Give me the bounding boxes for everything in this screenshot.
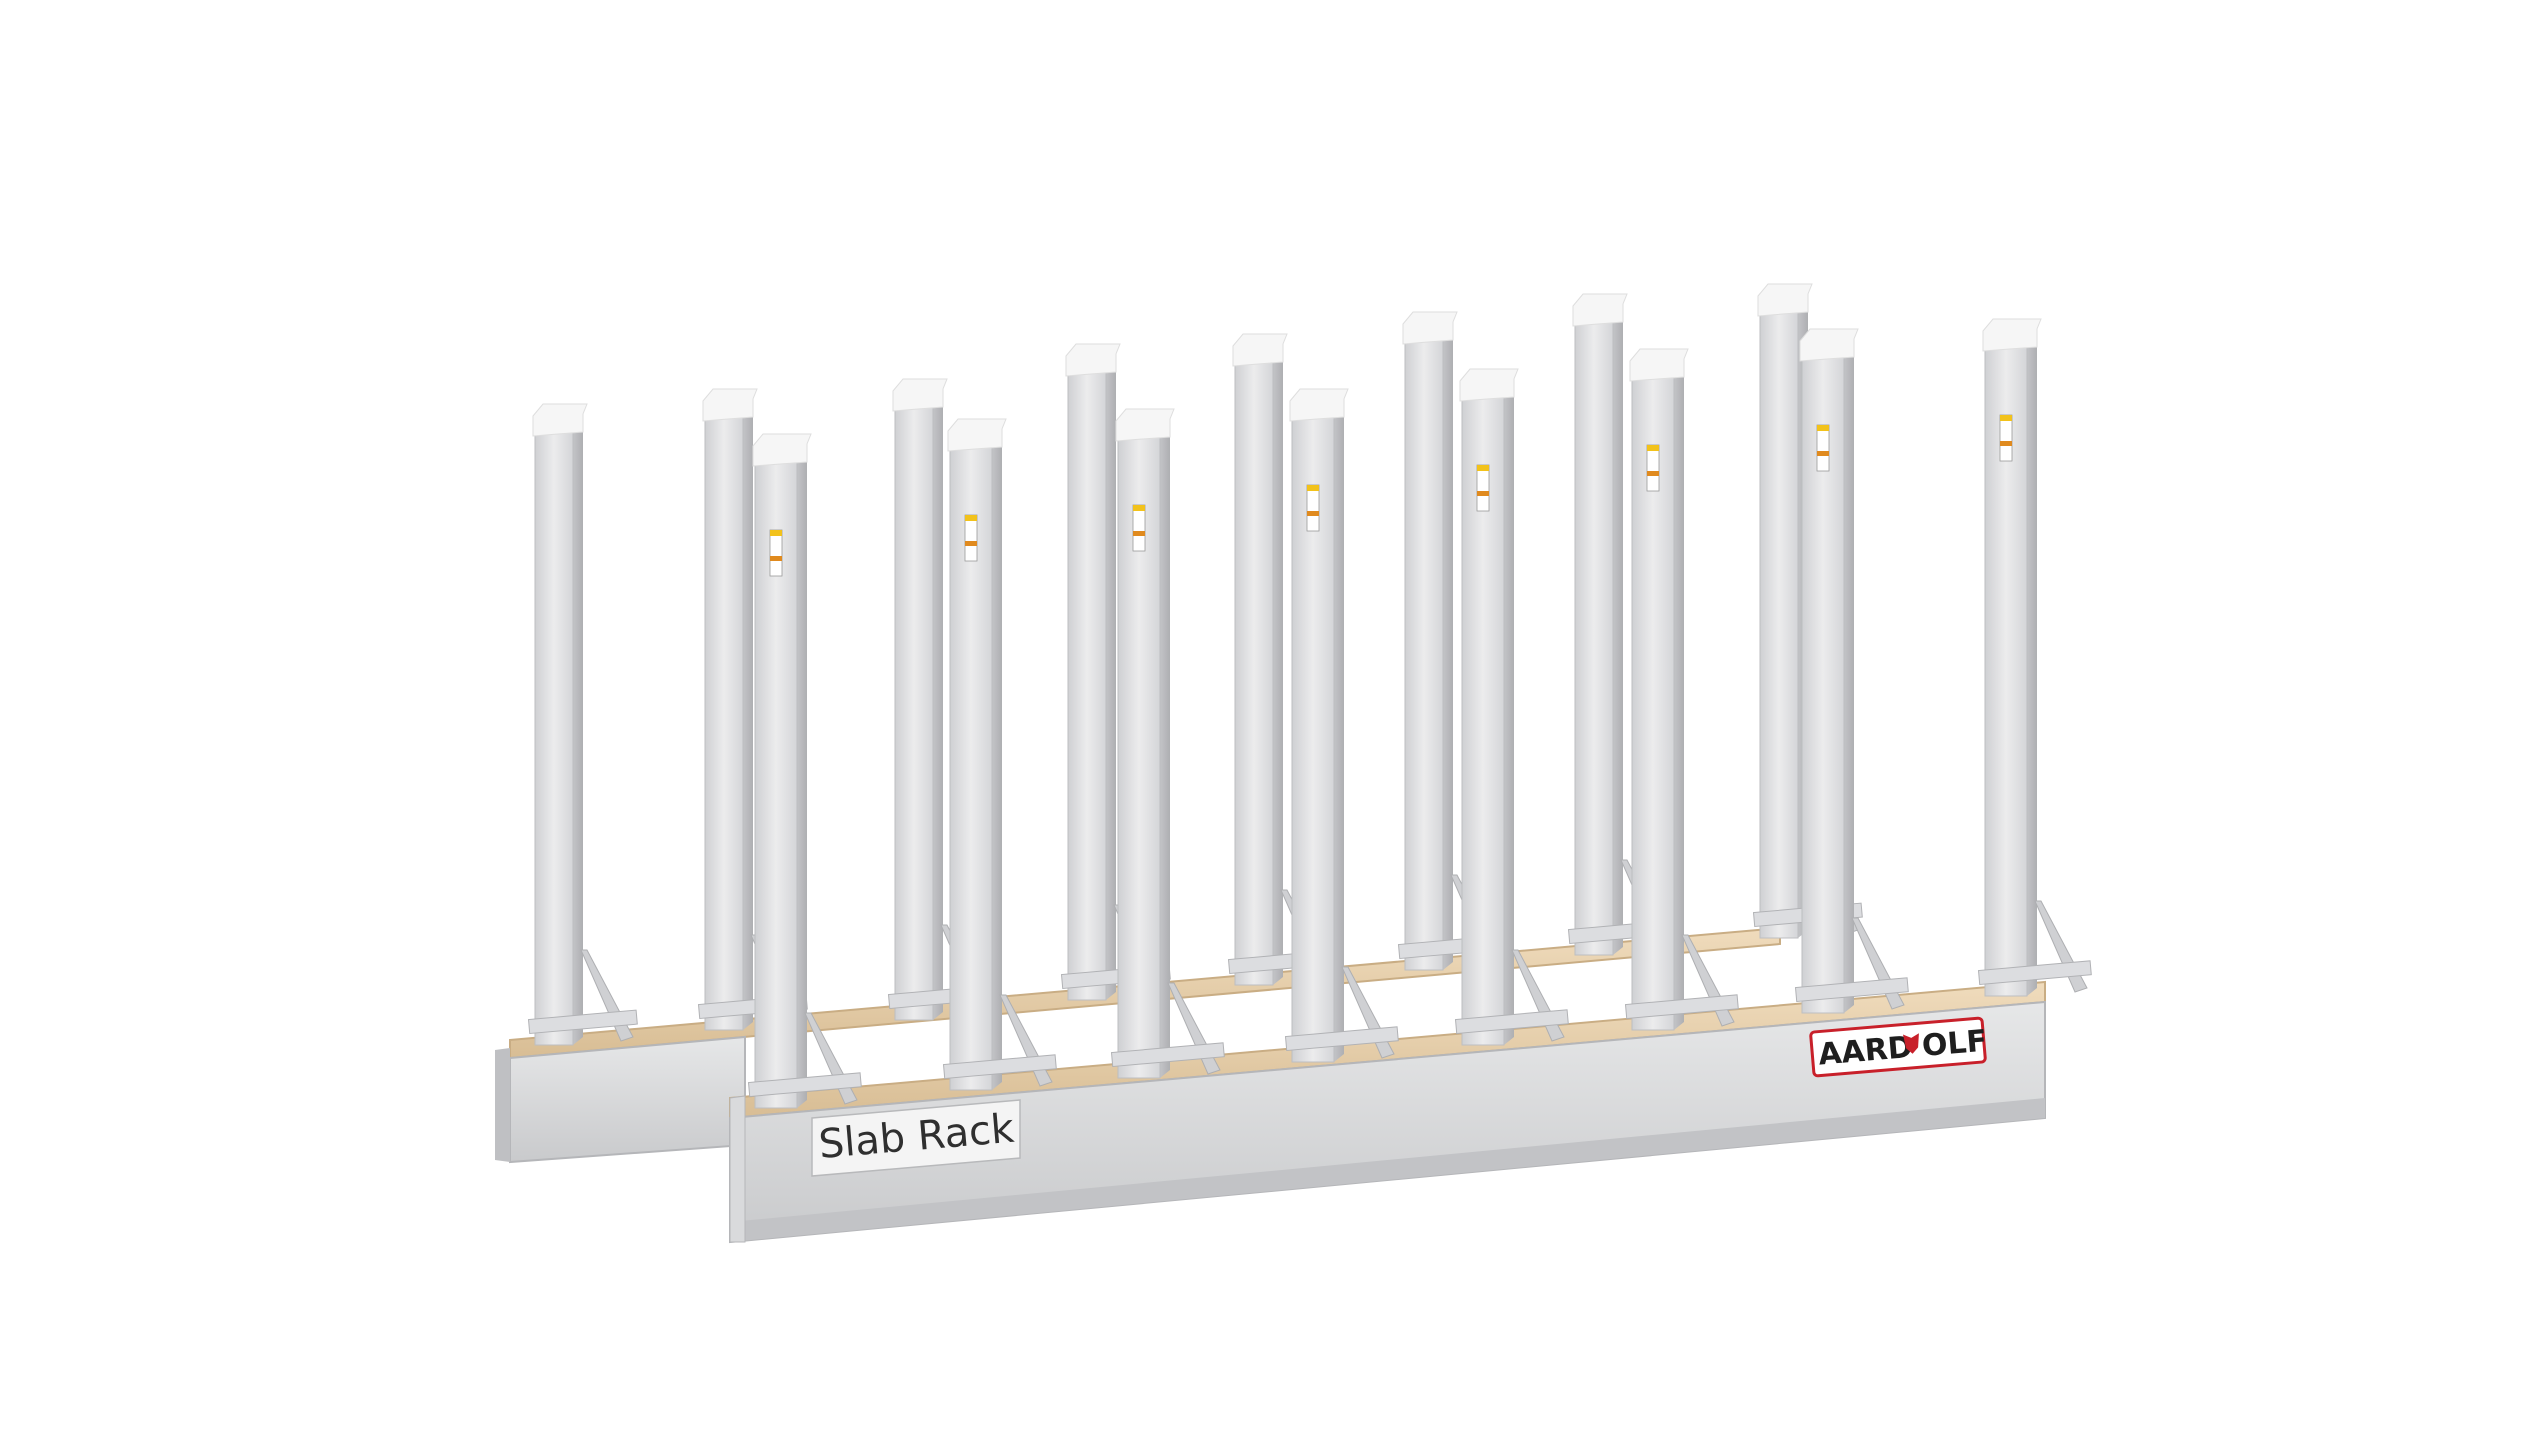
post-front-face bbox=[534, 415, 574, 1046]
post-rubber-cap bbox=[1629, 348, 1689, 382]
post-front-face bbox=[1759, 295, 1799, 939]
post-warning-sticker-stripe bbox=[1307, 511, 1319, 516]
upright-post bbox=[1060, 343, 1171, 1001]
label-plate-background bbox=[811, 1099, 1021, 1177]
post-front-face bbox=[1067, 355, 1107, 1001]
post-front-face bbox=[704, 400, 744, 1031]
upright-post bbox=[1794, 328, 1909, 1014]
post-rubber-cap bbox=[892, 378, 948, 412]
post-base-bracket bbox=[942, 1054, 1057, 1080]
front-rail-end bbox=[729, 1095, 746, 1243]
upright-post bbox=[1624, 348, 1739, 1031]
post-base-bracket bbox=[527, 1009, 638, 1035]
post-side-face bbox=[1504, 375, 1514, 1045]
post-rubber-cap bbox=[1757, 283, 1813, 317]
post-warning-sticker bbox=[1306, 484, 1320, 532]
post-warning-sticker-header bbox=[1817, 425, 1829, 431]
post-warning-sticker bbox=[1646, 444, 1660, 492]
post-rubber-cap bbox=[1572, 293, 1628, 327]
upright-post bbox=[1454, 368, 1569, 1046]
post-side-face bbox=[1334, 395, 1344, 1062]
post-base-bracket bbox=[1794, 977, 1909, 1003]
wolf-head-icon bbox=[1902, 1033, 1919, 1054]
post-rubber-cap bbox=[702, 388, 758, 422]
post-rubber-cap bbox=[1402, 311, 1458, 345]
post-side-face bbox=[797, 440, 807, 1108]
post-warning-sticker bbox=[769, 529, 783, 577]
upright-post bbox=[747, 433, 862, 1109]
front-rail-beam-shadow bbox=[730, 1098, 2045, 1242]
post-side-face bbox=[743, 395, 753, 1030]
post-warning-sticker bbox=[964, 514, 978, 562]
upright-post bbox=[942, 418, 1057, 1091]
upright-post bbox=[1227, 333, 1338, 986]
front-posts bbox=[747, 318, 2092, 1109]
post-side-face bbox=[1844, 335, 1854, 1013]
post-warning-sticker bbox=[1999, 414, 2013, 462]
post-base-bracket bbox=[1624, 994, 1739, 1020]
post-side-face bbox=[1273, 340, 1283, 985]
upright-post bbox=[527, 403, 638, 1046]
post-rubber-cap bbox=[1065, 343, 1121, 377]
post-rubber-cap bbox=[1289, 388, 1349, 422]
upright-post bbox=[1397, 311, 1508, 971]
post-side-face bbox=[1160, 415, 1170, 1078]
brand-logo: AARD OLF bbox=[1809, 1016, 1989, 1078]
brand-logo-text-right: OLF bbox=[1921, 1024, 1989, 1064]
post-side-face bbox=[2027, 325, 2037, 996]
brand-logo-frame bbox=[1809, 1016, 1987, 1078]
post-side-face bbox=[992, 425, 1002, 1090]
post-base-bracket bbox=[1110, 1042, 1225, 1068]
post-warning-sticker bbox=[1476, 464, 1490, 512]
post-side-face bbox=[1613, 300, 1623, 955]
post-warning-sticker-stripe bbox=[770, 556, 782, 561]
post-base-bracket bbox=[1977, 960, 2092, 986]
post-rubber-cap bbox=[532, 403, 588, 437]
post-front-face bbox=[1234, 345, 1274, 986]
post-base-bracket bbox=[1284, 1026, 1399, 1052]
upright-post bbox=[1977, 318, 2092, 997]
post-warning-sticker-header bbox=[1477, 465, 1489, 471]
post-rubber-cap bbox=[947, 418, 1007, 452]
post-rubber-cap bbox=[1982, 318, 2042, 352]
brand-logo-text-left: AARD bbox=[1817, 1030, 1914, 1073]
post-warning-sticker-header bbox=[965, 515, 977, 521]
post-warning-sticker bbox=[1816, 424, 1830, 472]
slab-rack-label-plate: Slab Rack bbox=[811, 1099, 1021, 1177]
post-rubber-cap bbox=[752, 433, 812, 467]
post-warning-sticker bbox=[1132, 504, 1146, 552]
post-base-bracket bbox=[1454, 1009, 1569, 1035]
post-warning-sticker-header bbox=[1647, 445, 1659, 451]
upright-post bbox=[1110, 408, 1225, 1079]
post-warning-sticker-stripe bbox=[2000, 441, 2012, 446]
post-warning-sticker-header bbox=[2000, 415, 2012, 421]
post-front-face bbox=[1574, 305, 1614, 956]
post-warning-sticker-stripe bbox=[1817, 451, 1829, 456]
post-side-face bbox=[573, 410, 583, 1045]
post-base-bracket bbox=[747, 1072, 862, 1098]
post-front-face bbox=[894, 390, 934, 1021]
post-side-face bbox=[933, 385, 943, 1020]
post-rubber-cap bbox=[1799, 328, 1859, 362]
post-side-face bbox=[1443, 318, 1453, 970]
post-rubber-cap bbox=[1459, 368, 1519, 402]
post-front-face bbox=[1404, 323, 1444, 971]
post-warning-sticker-header bbox=[1133, 505, 1145, 511]
upright-post bbox=[1284, 388, 1399, 1063]
post-side-face bbox=[1674, 355, 1684, 1030]
post-rubber-cap bbox=[1115, 408, 1175, 442]
post-warning-sticker-stripe bbox=[1647, 471, 1659, 476]
back-rail-end bbox=[495, 1048, 510, 1162]
post-warning-sticker-header bbox=[1307, 485, 1319, 491]
post-warning-sticker-stripe bbox=[1477, 491, 1489, 496]
post-side-face bbox=[1106, 350, 1116, 1000]
post-warning-sticker-stripe bbox=[1133, 531, 1145, 536]
post-rubber-cap bbox=[1232, 333, 1288, 367]
post-warning-sticker-stripe bbox=[965, 541, 977, 546]
post-warning-sticker-header bbox=[770, 530, 782, 536]
back-rail-beam bbox=[509, 1035, 746, 1164]
